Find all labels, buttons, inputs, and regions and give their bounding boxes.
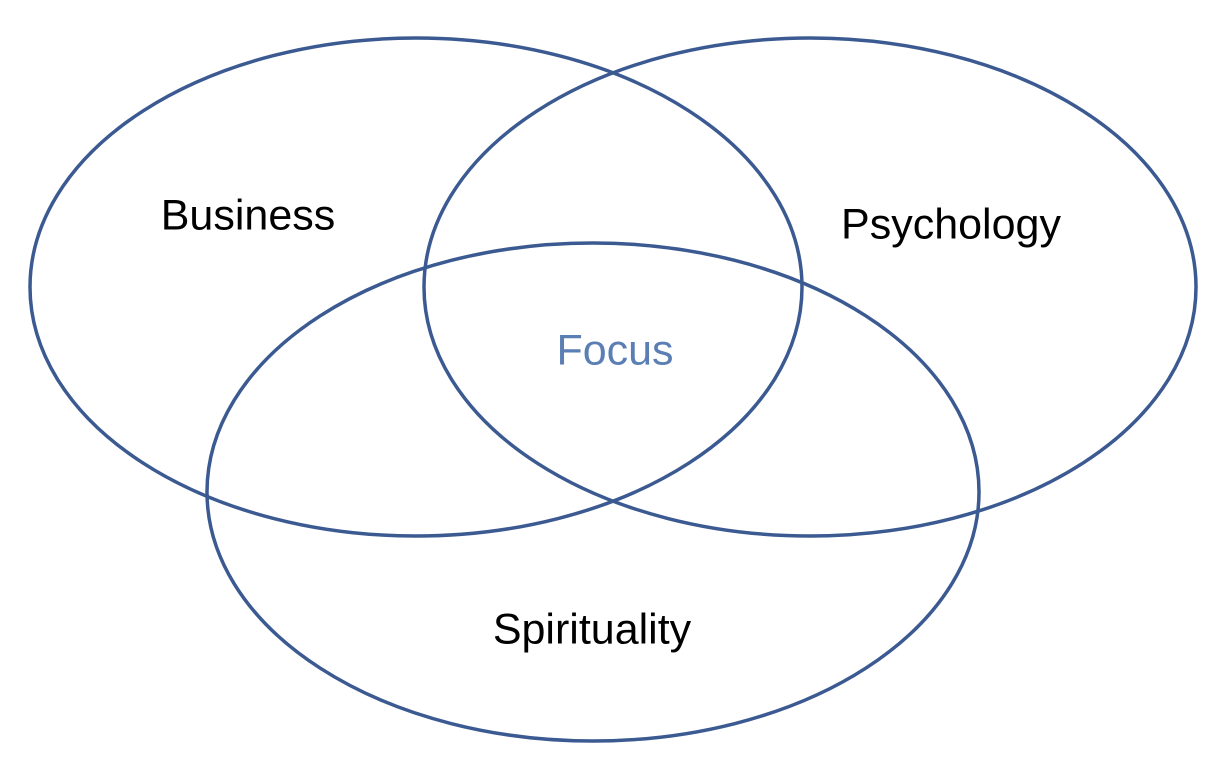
focus-label: Focus	[556, 326, 673, 374]
spirituality-label: Spirituality	[493, 605, 692, 653]
business-label: Business	[161, 191, 335, 239]
psychology-ellipse	[422, 36, 1198, 538]
psychology-label: Psychology	[841, 200, 1061, 248]
spirituality-ellipse	[205, 241, 981, 743]
business-ellipse	[28, 36, 804, 538]
